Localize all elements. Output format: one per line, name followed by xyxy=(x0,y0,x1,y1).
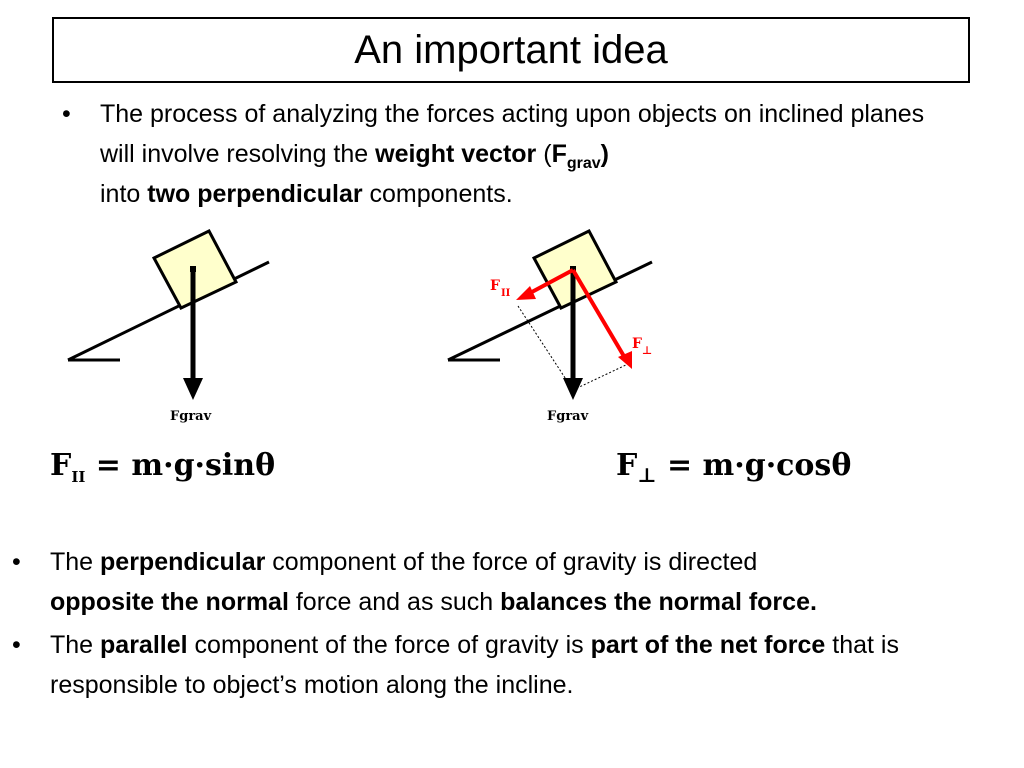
fparallel-arrow-shaft xyxy=(529,268,574,295)
center-of-mass-dot xyxy=(190,266,196,272)
intro-text-part2: ( xyxy=(536,140,552,168)
intro-bold-f: F xyxy=(551,140,567,168)
incline-diagram-right: F II F ⊥ Fgrav xyxy=(442,228,672,438)
fgrav-arrowhead xyxy=(563,378,583,400)
intro-text-part1: The process of analyzing the forces acti… xyxy=(100,100,925,168)
intro-bold-two-perpendicular: two perpendicular xyxy=(147,180,363,208)
fgrav-label: Fgrav xyxy=(170,409,212,424)
intro-bold-weight-vector: weight vector xyxy=(375,140,537,168)
slide-title: An important idea xyxy=(354,28,668,72)
equation-parallel-sub: II xyxy=(71,468,86,486)
fperp-arrowhead xyxy=(618,351,632,369)
perp-text-part2: component of the force of gravity is dir… xyxy=(265,548,758,576)
intro-text-part3: into xyxy=(100,180,148,208)
parallel-bullet-text: The parallel component of the force of g… xyxy=(50,625,1000,705)
incline-diagram-left-svg: Fgrav xyxy=(67,229,270,424)
fparallel-label-sub: II xyxy=(501,288,511,299)
par-text-part3: that is responsible to object’s motion a… xyxy=(50,631,899,699)
equation-perp-theta: θ xyxy=(831,448,852,483)
equation-parallel-symbol: F xyxy=(50,448,72,483)
perp-bold-balances: balances the normal force. xyxy=(500,588,817,616)
parallel-bullet: • The parallel component of the force of… xyxy=(12,625,1002,709)
intro-bullet: • The process of analyzing the forces ac… xyxy=(62,94,962,220)
intro-bullet-text: The process of analyzing the forces acti… xyxy=(100,94,960,214)
fparallel-arrowhead xyxy=(516,286,536,300)
component-guide-line xyxy=(517,305,574,391)
par-text-part1: The xyxy=(50,631,101,659)
equation-parallel-theta: θ xyxy=(255,448,276,483)
par-text-part2: component of the force of gravity is xyxy=(187,631,591,659)
perpendicular-bullet-text: The perpendicular component of the force… xyxy=(50,542,1000,622)
bullet-marker: • xyxy=(62,100,71,128)
fgrav-label: Fgrav xyxy=(547,409,589,424)
center-of-mass-dot xyxy=(570,266,576,272)
fgrav-arrowhead xyxy=(183,378,203,400)
bullet-marker: • xyxy=(12,631,21,659)
fperp-label: F xyxy=(632,336,642,352)
par-bold-parallel: parallel xyxy=(100,631,188,659)
perp-bold-opposite-normal: opposite the normal xyxy=(50,588,289,616)
equation-perpendicular: F⊥ = m·g·cosθ xyxy=(616,446,851,486)
perp-bold-perpendicular: perpendicular xyxy=(100,548,266,576)
slide-title-box: An important idea xyxy=(52,17,970,83)
equation-perp-symbol: F xyxy=(616,448,638,483)
equation-parallel-rhs: = m·g·sin xyxy=(85,448,256,483)
intro-bold-paren: ) xyxy=(600,140,609,168)
incline-diagram-left: Fgrav xyxy=(62,228,282,438)
equation-parallel: FII = m·g·sinθ xyxy=(50,446,275,486)
perp-text-part3: force and as such xyxy=(288,588,501,616)
bullet-marker: • xyxy=(12,548,21,576)
intro-sub-grav: grav xyxy=(566,155,601,172)
equation-perp-rhs: = m·g·cos xyxy=(656,448,832,483)
fparallel-label: F xyxy=(490,278,500,294)
fperp-arrow-shaft xyxy=(571,268,627,360)
perp-text-part1: The xyxy=(50,548,101,576)
component-guide-line xyxy=(572,363,629,391)
equation-perp-sub: ⊥ xyxy=(637,463,657,487)
incline-surface xyxy=(447,260,653,362)
fperp-label-sub: ⊥ xyxy=(642,344,652,357)
par-bold-net-force: part of the net force xyxy=(590,631,826,659)
incline-diagram-right-svg: F II F ⊥ Fgrav xyxy=(447,229,653,424)
intro-text-part4: components. xyxy=(362,180,513,208)
perpendicular-bullet: • The perpendicular component of the for… xyxy=(12,542,1002,626)
